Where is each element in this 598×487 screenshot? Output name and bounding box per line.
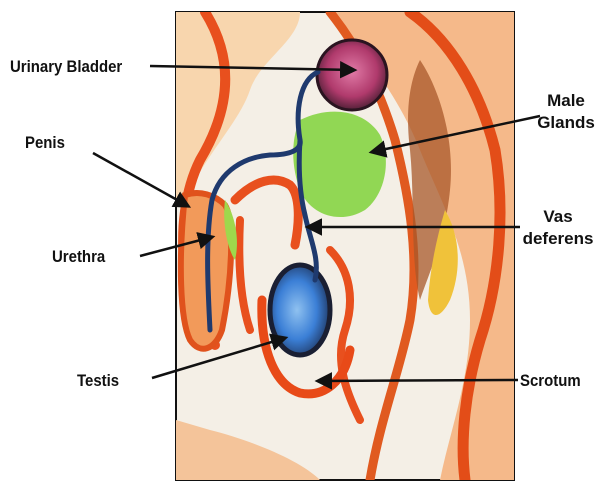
label-scrotum: Scrotum: [520, 370, 581, 392]
pointer-scrotum: [318, 380, 518, 381]
pointer-penis: [93, 153, 188, 206]
urinary-bladder-shape: [317, 40, 387, 110]
label-vas-deferens-line1: Vas: [522, 206, 594, 228]
label-urinary-bladder: Urinary Bladder: [10, 56, 122, 78]
label-male-glands-line2: Glands: [536, 112, 596, 134]
male-glands-shape: [293, 112, 386, 217]
label-male-glands-line1: Male: [536, 90, 596, 112]
label-male-glands: Male Glands: [536, 90, 596, 134]
label-vas-deferens-line2: deferens: [522, 228, 594, 250]
label-penis: Penis: [25, 132, 65, 154]
label-urethra: Urethra: [52, 246, 105, 268]
testis-shape: [270, 265, 330, 355]
label-testis: Testis: [77, 370, 119, 392]
label-vas-deferens: Vas deferens: [522, 206, 594, 250]
